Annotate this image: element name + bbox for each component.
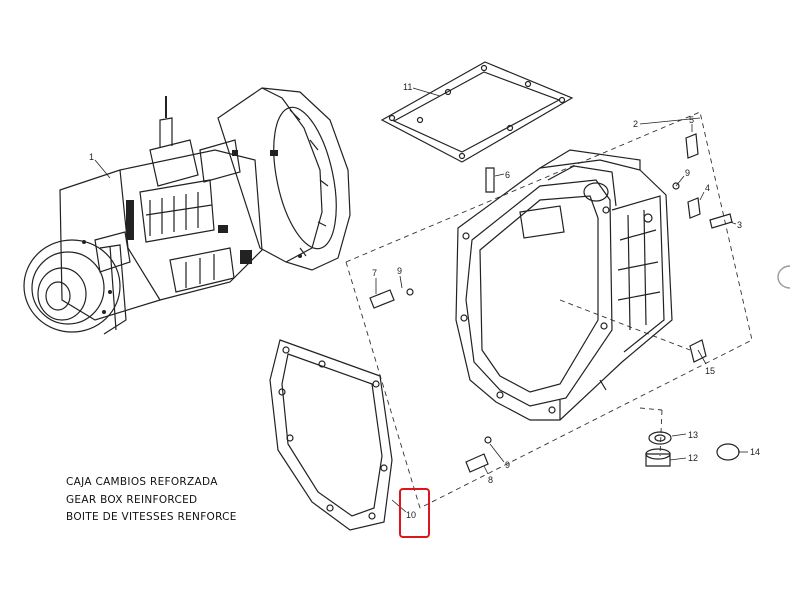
top-cover-gasket [380,61,574,163]
caption-line-french: BOITE DE VITESSES RENFORCE [66,511,237,523]
label-part-3: 3 [737,220,742,230]
side-gasket [269,339,393,531]
label-part-2: 2 [633,119,638,129]
label-part-12: 12 [688,453,698,463]
leader-lines [94,87,748,513]
gearbox-case [455,149,673,421]
label-part-5: 5 [689,115,694,125]
label-part-1: 1 [89,152,94,162]
label-part-9-left: 9 [397,266,402,276]
caption-line-spanish: CAJA CAMBIOS REFORZADA [66,476,218,488]
label-part-4: 4 [705,183,710,193]
label-part-11: 11 [403,82,412,92]
label-part-6: 6 [505,170,510,180]
label-part-10: 10 [406,510,416,520]
label-part-13: 13 [688,430,698,440]
label-part-8: 8 [488,475,493,485]
small-parts [369,133,740,473]
highlight-box-part-10 [399,488,430,538]
caption-line-english: GEAR BOX REINFORCED [66,494,198,506]
label-part-7: 7 [372,268,377,278]
exploded-outline [345,111,753,509]
edge-bracket-icon [777,265,791,289]
assembled-gearbox [23,87,351,335]
part-labels: 1 2 3 4 5 6 7 8 9 9 9 10 11 12 13 14 15 [89,82,760,520]
gearbox-shading [82,150,302,314]
label-part-9-right: 9 [685,168,690,178]
label-part-14: 14 [750,447,760,457]
label-part-15: 15 [705,366,715,376]
label-part-9-lower: 9 [505,460,510,470]
